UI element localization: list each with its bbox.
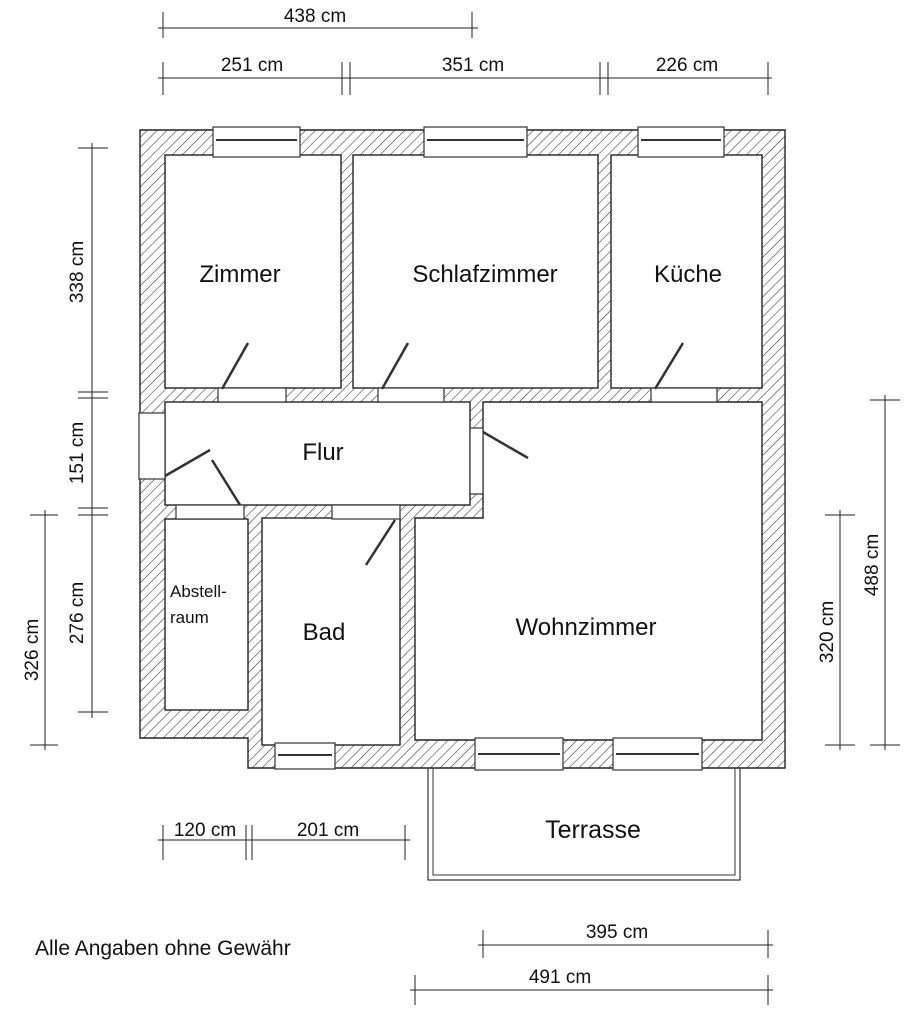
door-schlafzimmer (377, 342, 445, 403)
room-schlafzimmer (352, 154, 599, 389)
window-bad (274, 742, 336, 770)
room-kueche (610, 154, 763, 389)
window-schlafzimmer (423, 126, 528, 158)
door-wohnzimmer (469, 427, 529, 495)
dim-text: 395 cm (586, 922, 648, 943)
windows (212, 126, 725, 771)
label-abstellraum-1: Abstell- (170, 582, 227, 601)
dim-text: 201 cm (297, 820, 359, 841)
dim-text: 320 cm (817, 601, 838, 663)
door-bad (331, 504, 401, 566)
door-entrance (138, 412, 211, 480)
window-kueche (637, 126, 725, 158)
label-flur: Flur (302, 439, 343, 466)
dim-text: 351 cm (442, 55, 504, 76)
label-schlafzimmer: Schlafzimmer (412, 261, 557, 288)
dim-right-inner: 320 cm (817, 510, 855, 750)
dim-text: 151 cm (67, 422, 88, 484)
dim-left-rooms: 338 cm 151 cm 276 cm (67, 143, 108, 718)
dim-bottom-rooms: 120 cm 201 cm (158, 820, 410, 860)
dim-text: 491 cm (529, 967, 591, 988)
doors (138, 342, 718, 566)
window-wohnzimmer-2 (612, 737, 703, 771)
room-flur (164, 401, 471, 506)
label-terrasse: Terrasse (545, 816, 641, 844)
label-bad: Bad (303, 619, 346, 646)
dim-text: 120 cm (174, 820, 236, 841)
room-abstellraum (164, 518, 249, 711)
dim-bottom-total: 491 cm (410, 967, 773, 1005)
dim-text: 276 cm (67, 582, 88, 644)
label-wohnzimmer: Wohnzimmer (516, 614, 657, 641)
dim-text: 338 cm (67, 241, 88, 303)
dim-left-outer: 326 cm (22, 510, 58, 750)
window-zimmer (212, 126, 301, 158)
terrace-outline (427, 767, 741, 881)
room-wohnzimmer (414, 401, 763, 741)
dim-text: 488 cm (862, 534, 883, 596)
dim-right-outer: 488 cm (862, 395, 900, 750)
door-zimmer (217, 342, 287, 403)
dim-text: 326 cm (22, 619, 43, 681)
dim-bottom-terrasse: 395 cm (478, 922, 773, 958)
dim-text: 438 cm (284, 6, 346, 27)
dim-top-rooms: 251 cm 351 cm 226 cm (158, 55, 772, 95)
label-abstellraum-2: raum (170, 608, 209, 627)
label-zimmer: Zimmer (199, 261, 280, 288)
room-zimmer (164, 154, 342, 389)
dim-top-total: 438 cm (158, 6, 478, 38)
label-kueche: Küche (654, 261, 722, 288)
door-abstellraum (175, 459, 245, 520)
window-wohnzimmer-1 (474, 737, 564, 771)
door-kueche (650, 342, 718, 403)
dim-text: 251 cm (221, 55, 283, 76)
dim-text: 226 cm (656, 55, 718, 76)
disclaimer: Alle Angaben ohne Gewähr (35, 937, 291, 960)
room-bad (261, 517, 401, 746)
